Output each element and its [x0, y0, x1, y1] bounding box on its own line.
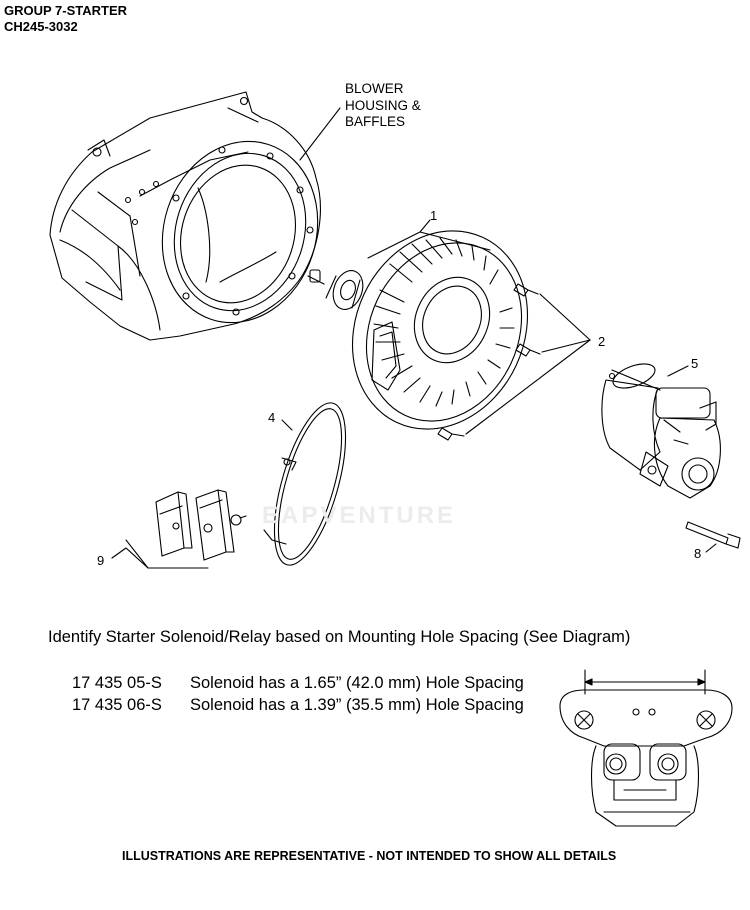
blower-label-line-2: HOUSING & [345, 97, 421, 113]
mounting-blocks-illustration [155, 489, 247, 561]
blower-label-line-1: BLOWER [345, 81, 404, 96]
solenoid-hole-spacing-diagram [559, 669, 733, 827]
footer-note: ILLUSTRATIONS ARE REPRESENTATIVE - NOT I… [122, 849, 617, 863]
callout-1: 1 [430, 208, 437, 223]
watermark: EAPVENTURE [262, 502, 457, 529]
callout-2: 2 [598, 334, 605, 349]
screw-illustrations [437, 283, 591, 441]
callout-8: 8 [694, 546, 701, 561]
solenoid-part-list: 17 435 05-S Solenoid has a 1.65” (42.0 m… [72, 672, 524, 716]
part-description: Solenoid has a 1.39” (35.5 mm) Hole Spac… [190, 696, 524, 714]
part-number: 17 435 06-S [72, 696, 162, 714]
model-number: CH245-3032 [4, 19, 78, 34]
callout-5: 5 [691, 356, 698, 371]
blower-housing-label: BLOWER HOUSING & BAFFLES [345, 81, 421, 131]
bolt-illustration [685, 521, 741, 549]
recoil-spring-illustration [263, 402, 347, 566]
page-title: GROUP 7-STARTER [4, 3, 128, 18]
callout-4: 4 [268, 410, 275, 425]
part-description: Solenoid has a 1.65” (42.0 mm) Hole Spac… [190, 674, 524, 692]
part-row: 17 435 06-S Solenoid has a 1.39” (35.5 m… [72, 694, 524, 716]
part-number: 17 435 05-S [72, 674, 162, 692]
retractable-starter-illustration [351, 230, 529, 430]
starter-cup-illustration [307, 269, 364, 310]
identify-instruction: Identify Starter Solenoid/Relay based on… [48, 628, 631, 646]
blower-housing-illustration [49, 91, 321, 341]
blower-label-line-3: BAFFLES [345, 114, 406, 129]
callout-9: 9 [97, 553, 104, 568]
starter-motor-illustration [601, 363, 721, 499]
part-row: 17 435 05-S Solenoid has a 1.65” (42.0 m… [72, 672, 524, 694]
